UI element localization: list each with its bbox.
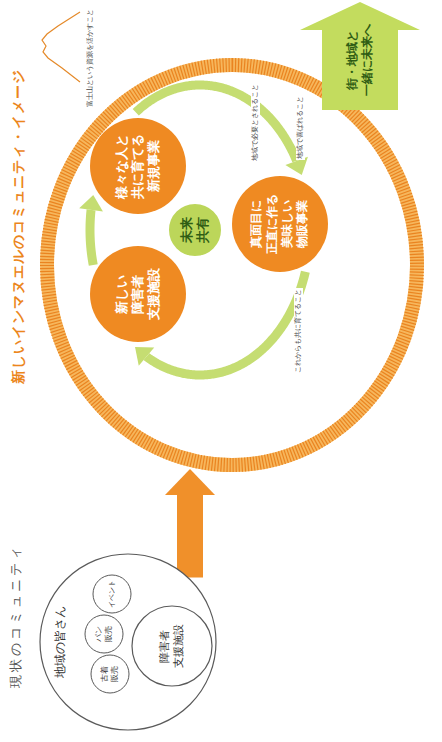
flow-arrow [165, 469, 215, 578]
text-slot: 新しい 障害者 支援施設 [90, 246, 186, 342]
node-text: パン 販売 [94, 626, 114, 642]
node-text: 障害者 支援施設 [158, 624, 186, 668]
note-slot: 地域で喜ばれること [296, 95, 305, 160]
node-text: 街・地域と 一緒に未来へ [345, 24, 375, 96]
text-slot: パン 販売 [85, 615, 123, 653]
activity-circle: パン 販売 [85, 615, 123, 653]
current-community-circle: 現状のコミュニティ 地域の皆さん 障害者 支援施設古着 販売 パン 販売 イベント [6, 544, 222, 734]
shared-future-circle: 未来 共有 [168, 203, 222, 257]
circle-shape [90, 118, 186, 214]
arrow-head [79, 195, 103, 212]
circle-shape [91, 655, 129, 693]
text-slot: 様々な人と 共に育てる 新規事業 [90, 118, 186, 214]
note-label: 富士山という資源を活かすこと [86, 8, 95, 108]
arrow-shaft [177, 495, 203, 578]
circle-shape [85, 615, 123, 653]
circle-shape [90, 246, 186, 342]
activity-circle: イベント [93, 575, 131, 613]
circle-shape [168, 203, 222, 257]
note-label: 地域で喜ばれること [296, 95, 305, 160]
business-circle: 真面目に 正直に作る 美味しい 物販事業 [232, 176, 328, 272]
node-text: 新しい 障害者 支援施設 [114, 268, 163, 320]
business-circle: 様々な人と 共に育てる 新規事業 [90, 118, 186, 214]
arrow-shape [300, 2, 420, 110]
future-arrow: 街・地域と 一緒に未来へ [298, 0, 422, 132]
note-slot: 地域で必要とされること [251, 83, 260, 162]
text-slot: 障害者 支援施設 [132, 606, 212, 686]
note-slot: これからも共に育てること [294, 288, 303, 374]
node-text: イベント [107, 580, 116, 608]
arrow-head [135, 347, 154, 366]
note-label: これからも共に育てること [294, 288, 303, 374]
note-slot: 富士山という資源を活かすこと [86, 8, 95, 108]
activity-circle: 古着 販売 [91, 655, 129, 693]
circle-shape [232, 176, 328, 272]
support-facility-circle: 障害者 支援施設 [132, 606, 212, 686]
node-text: 未来 共有 [179, 217, 212, 243]
node-text: 新しいインマヌエルのコミュニティ・イメージ [10, 69, 28, 384]
oval-ring-hatch [47, 65, 417, 465]
note-label: 地域で必要とされること [251, 83, 260, 162]
circle-shape [93, 575, 131, 613]
text-slot: 現状のコミュニティ [8, 544, 24, 688]
circle-shape [132, 606, 212, 686]
business-circle: 新しい 障害者 支援施設 [90, 246, 186, 342]
node-text: 真面目に 正直に作る 美味しい 物販事業 [249, 194, 310, 254]
arrow-head [165, 469, 215, 495]
text-slot: イベント [93, 575, 131, 613]
text-slot: 未来 共有 [168, 203, 222, 257]
node-text: 古着 販売 [100, 666, 120, 682]
heading-text: 現状のコミュニティ [8, 544, 24, 688]
node-text: 様々な人と 共に育てる 新規事業 [114, 134, 163, 199]
text-slot: 新しいインマヌエルのコミュニティ・イメージ [10, 69, 28, 384]
arrow-shaft [90, 210, 93, 265]
node-text: 地域の皆さん [53, 606, 68, 678]
text-slot: 街・地域と 一緒に未来へ [345, 24, 375, 96]
text-slot: 古着 販売 [91, 655, 129, 693]
text-slot: 真面目に 正直に作る 美味しい 物販事業 [232, 176, 328, 272]
mount-fuji-outline [42, 12, 80, 82]
oval-ring [47, 65, 417, 465]
text-slot: 地域の皆さん [53, 606, 68, 678]
flow-arrow [79, 195, 103, 265]
circle-shape [40, 554, 216, 730]
